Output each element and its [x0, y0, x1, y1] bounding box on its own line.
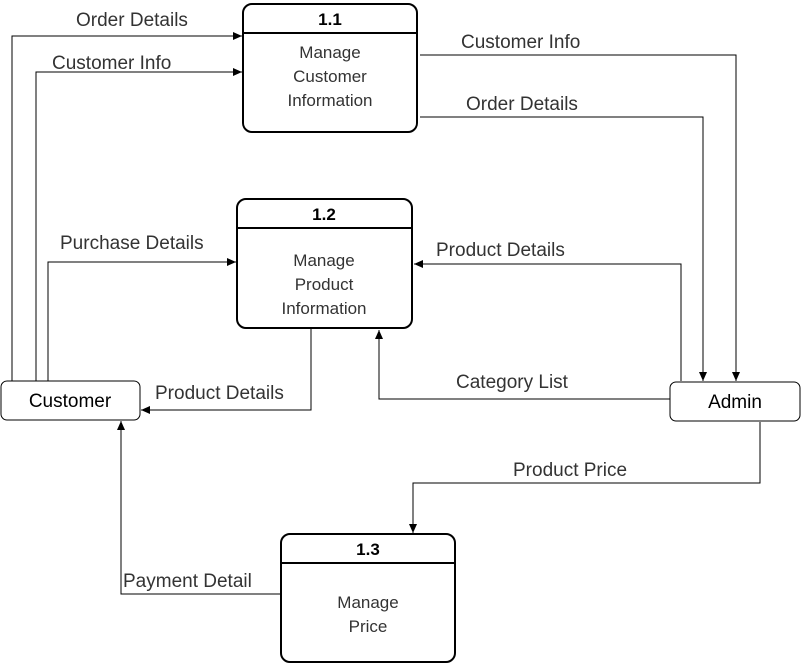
entity-customer-label: Customer — [29, 391, 112, 412]
label-customer-info-to-p1: Customer Info — [52, 53, 171, 74]
process-1-2-line-3: Information — [281, 299, 366, 318]
flow-order-details-to-admin — [420, 116, 707, 381]
process-1-2-line-1: Manage — [293, 251, 354, 270]
label-payment-detail: Payment Detail — [123, 571, 252, 592]
label-product-price: Product Price — [513, 460, 627, 481]
label-category-list: Category List — [456, 372, 569, 393]
process-1-1[interactable]: 1.1 Manage Customer Information — [242, 3, 418, 133]
flow-customer-info-to-p1 — [35, 68, 242, 381]
flow-product-details-to-customer — [141, 329, 312, 414]
process-1-1-line-1: Manage — [299, 43, 360, 62]
process-1-3-line-1: Manage — [337, 593, 398, 612]
flow-product-details-from-admin — [414, 260, 682, 381]
entity-customer[interactable]: Customer — [0, 380, 141, 421]
flow-purchase-details — [47, 258, 236, 381]
process-1-1-line-3: Information — [287, 91, 372, 110]
process-1-3[interactable]: 1.3 Manage Price — [280, 533, 456, 663]
label-product-details-from-admin: Product Details — [436, 240, 565, 261]
entity-admin-label: Admin — [708, 392, 762, 413]
process-1-3-number: 1.3 — [356, 540, 380, 559]
process-1-2-line-2: Product — [295, 275, 354, 294]
label-customer-info-to-admin: Customer Info — [461, 32, 580, 53]
process-1-1-number: 1.1 — [318, 10, 342, 29]
entity-admin[interactable]: Admin — [669, 381, 801, 422]
label-product-details-to-customer: Product Details — [155, 383, 284, 404]
process-1-3-line-2: Price — [349, 617, 388, 636]
label-purchase-details: Purchase Details — [60, 233, 204, 254]
process-1-2-number: 1.2 — [312, 205, 336, 224]
process-1-2[interactable]: 1.2 Manage Product Information — [236, 198, 413, 329]
label-order-details-to-p1: Order Details — [76, 10, 188, 31]
flow-payment-detail — [117, 421, 280, 595]
flow-customer-info-to-admin — [420, 54, 740, 381]
flow-category-list — [375, 330, 670, 400]
flow-order-details-to-p1 — [11, 32, 242, 381]
label-order-details-to-admin: Order Details — [466, 94, 578, 115]
flow-product-price — [409, 422, 761, 533]
process-1-1-line-2: Customer — [293, 67, 367, 86]
